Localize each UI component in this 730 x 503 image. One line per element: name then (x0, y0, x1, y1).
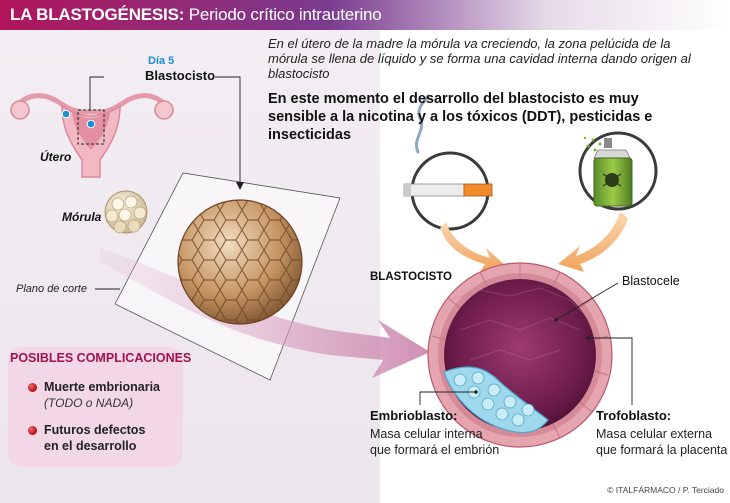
embrioblasto-line2: que formará el embrión (370, 443, 500, 457)
complications-title: POSIBLES COMPLICACIONES (10, 351, 192, 365)
header-bar: LA BLASTOGÉNESIS: Periodo crítico intrau… (0, 0, 730, 30)
bullet-icon (28, 383, 37, 392)
page-title: LA BLASTOGÉNESIS: Periodo crítico intrau… (10, 5, 382, 24)
bullet-icon (28, 426, 37, 435)
trofoblasto-leader (588, 337, 633, 405)
transition-arrow (100, 248, 430, 378)
spray-can-icon (578, 131, 658, 211)
blastocyst-sphere (177, 199, 303, 325)
complication-item-1-sub: (TODO o NADA) (44, 396, 134, 410)
uterus-illustration (10, 93, 174, 178)
trofoblasto-line2: que formará la placenta (596, 443, 728, 457)
embrioblasto-title: Embrioblasto: (370, 408, 458, 423)
morula-label: Mórula (62, 210, 102, 224)
blastocele-label: Blastocele (622, 274, 680, 288)
blastocisto-leader-line (89, 76, 104, 110)
morula-illustration (104, 190, 148, 234)
complication-item-2-line2: en el desarrollo (44, 439, 137, 453)
plano-de-corte-label: Plano de corte (16, 283, 87, 295)
utero-label: Útero (40, 150, 72, 164)
embrioblasto-leader (419, 391, 476, 405)
complication-item-1: Muerte embrionaria (44, 380, 161, 394)
toxin-arrow-left (440, 222, 506, 272)
blastocyst-marker (86, 119, 96, 129)
warning-paragraph: En este momento el desarrollo del blasto… (268, 91, 653, 143)
blastocisto-to-ball-leader (215, 76, 241, 185)
leader-arrowhead (236, 182, 244, 190)
zoom-box (77, 109, 105, 145)
blastocisto-label-top: Blastocisto (145, 68, 216, 83)
toxin-arrow-right (558, 212, 628, 272)
complications-box (8, 347, 183, 467)
smoke-icon (415, 94, 430, 154)
cigarette-icon (403, 94, 493, 231)
embrioblasto-line1: Masa celular interna (370, 427, 483, 441)
trofoblasto-line1: Masa celular externa (596, 427, 713, 441)
blastocisto-diagram-title: BLASTOCISTO (370, 271, 452, 283)
morula-marker (61, 109, 71, 119)
intro-paragraph: En el útero de la madre la mórula va cre… (268, 36, 691, 81)
dia-5-label: Día 5 (148, 55, 175, 67)
complication-item-2: Futuros defectos (44, 423, 146, 437)
credit-text: © ITALFÁRMACO / P. Terciado (607, 485, 724, 495)
blastocele-leader (595, 282, 619, 297)
blastocyst-cross-section (427, 262, 613, 448)
trofoblasto-title: Trofoblasto: (596, 408, 672, 423)
